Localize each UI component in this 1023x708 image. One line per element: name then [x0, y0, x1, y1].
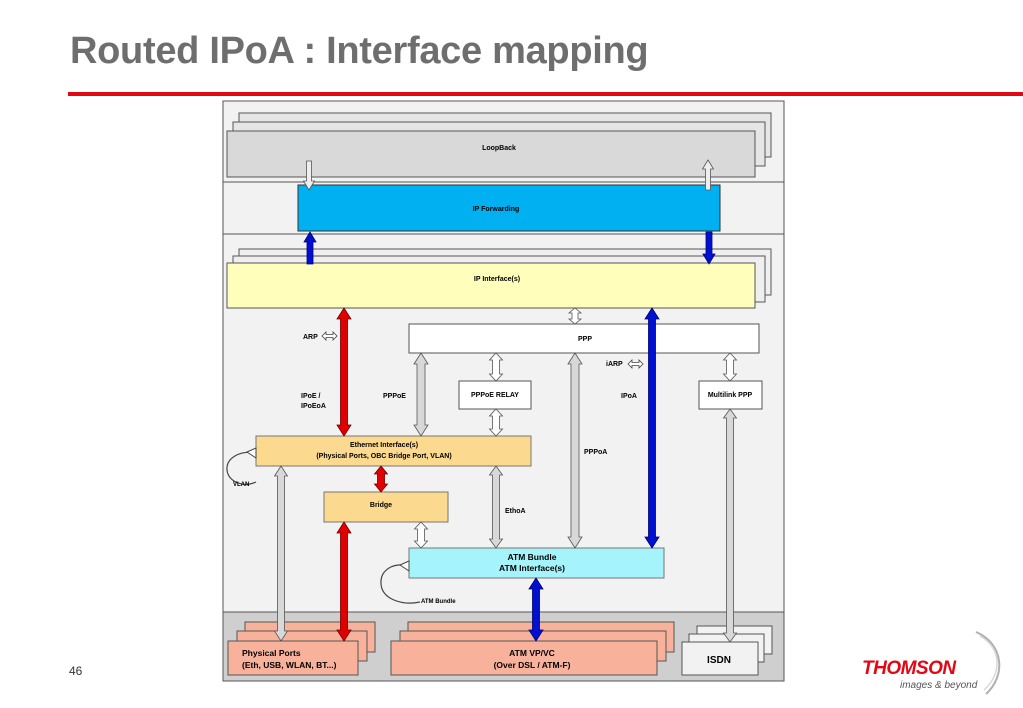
ethernet-interface-line2: (Physical Ports, OBC Bridge Port, VLAN)	[316, 453, 451, 460]
ipoe-arrow	[336, 307, 352, 437]
iarp-label: iARP	[606, 361, 623, 368]
arp-label: ARP	[303, 334, 318, 341]
ip-interface-box: IP Interface(s)	[226, 248, 772, 309]
page-title: Routed IPoA : Interface mapping	[70, 30, 649, 72]
pppoe-arrow	[413, 352, 429, 437]
atm-vpvc-arrow	[528, 577, 544, 642]
ipoa-arrow	[644, 307, 660, 549]
ethoa-label: EthoA	[505, 508, 526, 515]
page-number: 46	[69, 664, 83, 678]
bridge-box: Bridge	[323, 491, 449, 523]
physical-ports-line2: (Eth, USB, WLAN, BT...)	[242, 660, 337, 670]
atm-vpvc-line2: (Over DSL / ATM-F)	[494, 660, 571, 670]
loopback-up-arrow	[701, 159, 715, 191]
atm-bundle-line1: ATM Bundle	[508, 552, 557, 562]
ip-interfaces-label: IP Interface(s)	[474, 276, 520, 283]
ethernet-physical-arrow	[273, 465, 289, 642]
atm-vpvc-box: ATM VP/VC (Over DSL / ATM-F)	[390, 621, 675, 676]
atm-vpvc-line1: ATM VP/VC	[509, 648, 555, 658]
iarp-double-arrow	[627, 359, 644, 369]
forwarding-up-arrow-left	[303, 231, 317, 265]
atm-bundle-loop-arrow	[380, 560, 421, 604]
pppoe-relay-box: PPPoE RELAY	[458, 380, 532, 410]
physical-ports-line1: Physical Ports	[242, 648, 301, 658]
ipoe-label-line1: IPoE /	[301, 393, 321, 400]
ethernet-interface-line1: Ethernet Interface(s)	[350, 442, 418, 449]
connection-arrows	[273, 159, 738, 643]
ip-forwarding-label: IP Forwarding	[473, 206, 520, 213]
vlan-loop-arrow	[226, 447, 257, 485]
loopback-label: LoopBack	[482, 145, 516, 152]
logo-swoosh-icon	[975, 631, 1001, 695]
bridge-label: Bridge	[370, 502, 392, 509]
isdn-label: ISDN	[707, 655, 731, 666]
ethoa-arrow	[488, 465, 504, 549]
ethernet-interface-box: Ethernet Interface(s) (Physical Ports, O…	[255, 435, 532, 467]
title-rule	[68, 92, 1023, 96]
ppp-multilink-arrow	[722, 352, 738, 382]
atm-bundle-box: ATM Bundle ATM Interface(s)	[408, 547, 665, 579]
multilink-isdn-arrow	[722, 408, 738, 643]
ipoa-label: IPoA	[621, 393, 637, 400]
ip-forwarding-box: IP Forwarding	[297, 184, 721, 232]
ppp-label: PPP	[578, 336, 592, 343]
ppp-box: PPP	[408, 323, 760, 354]
loopback-down-arrow	[302, 160, 316, 191]
relay-ethernet-arrow	[488, 408, 504, 437]
ethernet-bridge-arrow	[373, 465, 389, 493]
arp-double-arrow	[321, 331, 338, 341]
ipif-ppp-arrow	[567, 307, 583, 325]
logo-tagline: images & beyond	[900, 680, 978, 691]
thomson-logo: THOMSON images & beyond	[856, 630, 1006, 700]
pppoa-arrow	[567, 352, 583, 549]
bridge-atm-arrow	[413, 521, 429, 549]
vlan-label: VLAN	[233, 482, 249, 488]
ppp-relay-arrow	[488, 352, 504, 382]
atm-bundle-loop-label: ATM Bundle	[421, 599, 456, 605]
pppoe-relay-label: PPPoE RELAY	[471, 392, 519, 399]
pppoa-label: PPPoA	[584, 449, 607, 456]
pppoe-label: PPPoE	[383, 393, 406, 400]
loopback-box: LoopBack	[226, 112, 772, 178]
multilink-ppp-box: Multilink PPP	[698, 380, 763, 410]
physical-ports-box: Physical Ports (Eth, USB, WLAN, BT...)	[227, 621, 376, 676]
ipoe-label-line2: IPoEoA	[301, 403, 326, 410]
isdn-box: ISDN	[681, 625, 773, 676]
logo-brand: THOMSON	[862, 658, 956, 679]
forwarding-down-arrow-right	[702, 231, 716, 265]
bridge-physical-arrow	[336, 521, 352, 642]
atm-bundle-line2: ATM Interface(s)	[499, 563, 565, 573]
multilink-ppp-label: Multilink PPP	[708, 392, 753, 399]
